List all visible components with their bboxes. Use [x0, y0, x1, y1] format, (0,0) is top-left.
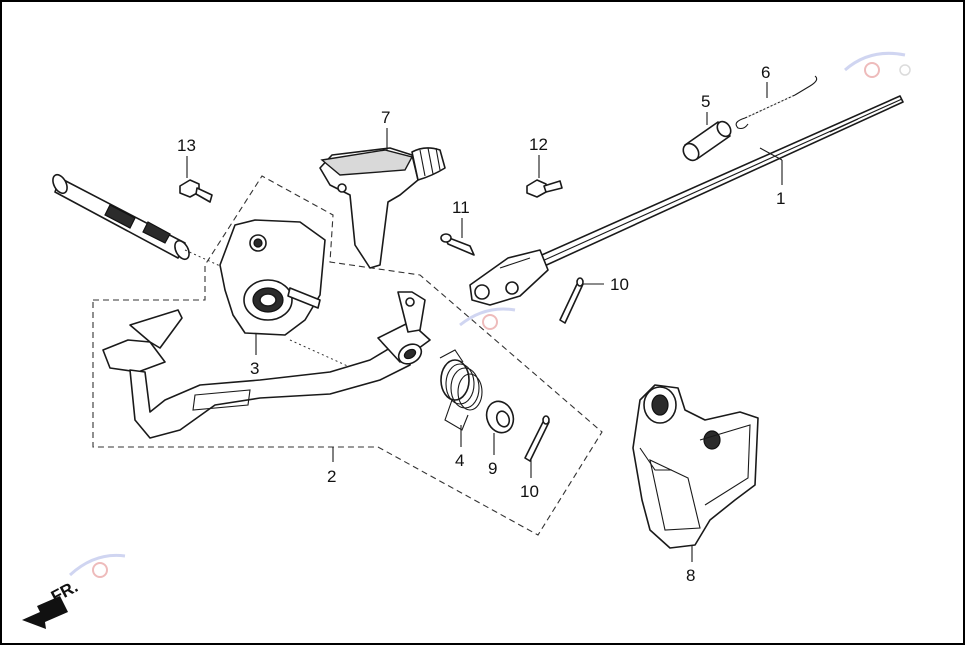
watermark-logo-top-right: [844, 51, 911, 78]
callout-5: 5: [701, 92, 710, 111]
callout-6: 6: [761, 63, 770, 82]
callout-10-upper: 10: [610, 275, 629, 294]
part-8-pedal-cover: [632, 384, 759, 549]
callout-9: 9: [488, 459, 497, 478]
assembly-outline-part-2: [92, 175, 603, 536]
watermark-logo-center: [459, 307, 516, 330]
callout-4: 4: [455, 451, 464, 470]
part-10-cotter-pin-lower: [524, 415, 550, 462]
leader-lines: [186, 82, 783, 562]
callout-7: 7: [381, 108, 390, 127]
pivot-shaft: [52, 173, 190, 261]
callout-3: 3: [250, 359, 259, 378]
part-1-brake-rod: [469, 95, 904, 306]
callout-1: 1: [776, 189, 785, 208]
part-13-bolt: [179, 179, 213, 203]
part-5-sleeve: [682, 120, 732, 162]
part-9-washer: [485, 400, 515, 434]
part-12-bolt: [526, 179, 563, 198]
part-4-torsion-spring: [439, 349, 483, 431]
alignment-line-2: [289, 339, 353, 369]
callout-11: 11: [452, 198, 470, 217]
watermark-logo-bottom-left: [68, 553, 126, 578]
callout-10-lower: 10: [520, 482, 539, 501]
part-3-pivot-bracket: [219, 219, 326, 336]
part-7-switch-boot: [319, 147, 446, 269]
callout-13: 13: [177, 136, 196, 155]
callout-8: 8: [686, 566, 695, 585]
part-11-clevis-pin: [440, 233, 475, 256]
part-6-tension-spring: [735, 75, 818, 130]
callout-2: 2: [327, 467, 336, 486]
part-10-cotter-pin-upper: [559, 277, 584, 324]
callout-12: 12: [529, 135, 548, 154]
front-direction-arrow-icon: [22, 596, 68, 629]
part-2-brake-pedal: [102, 291, 431, 439]
